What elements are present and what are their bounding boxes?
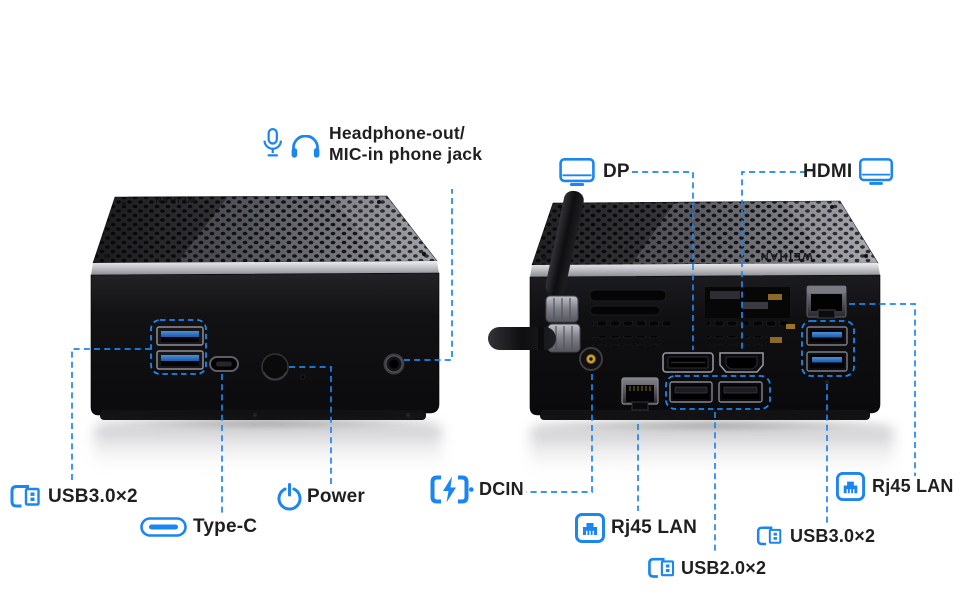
mic-hole	[300, 374, 306, 380]
back-device-shadow	[534, 418, 890, 432]
label-typec: Type-C	[140, 516, 257, 538]
mini-pc-front-view: WEIHAN	[90, 195, 440, 420]
front-top-panel: WEIHAN	[92, 195, 438, 264]
back-top-panel: WEIHAN	[531, 200, 879, 266]
label-rj45-bottom: Rj45 LAN	[574, 512, 697, 544]
rj45-port-bottom	[621, 377, 659, 411]
label-dp: DP	[558, 157, 630, 187]
power-icon	[277, 483, 302, 511]
label-headphone: Headphone-out/ MIC-in phone jack	[260, 123, 482, 164]
usb-plug-icon	[756, 526, 782, 546]
front-usb3-highlight-box	[150, 319, 207, 375]
back-bottom-stand	[540, 410, 870, 420]
rj45-port-top	[806, 285, 847, 319]
typec-port	[209, 356, 239, 372]
usb3-front-label-text: USB3.0×2	[48, 486, 138, 507]
back-bevel	[530, 263, 880, 277]
front-device-shadow	[96, 416, 440, 430]
microphone-icon	[263, 128, 283, 157]
usb2-highlight-box	[665, 375, 771, 410]
headphone-label-line2: MIC-in phone jack	[329, 143, 483, 164]
dc-in-icon	[430, 475, 474, 504]
screw-hole	[824, 379, 830, 385]
hdmi-label-text: HDMI	[803, 160, 853, 182]
label-hdmi: HDMI	[803, 157, 894, 186]
back-usb3-ports	[806, 326, 848, 372]
monitor-icon	[859, 158, 894, 185]
type-c-icon	[140, 517, 187, 537]
rj45-icon	[575, 513, 605, 543]
label-usb3-front: USB3.0×2	[7, 482, 138, 512]
front-bottom-stand	[100, 410, 426, 420]
power-button	[261, 353, 289, 381]
front-device-reflection	[94, 424, 442, 476]
brand-text: WEIHAN	[759, 250, 813, 262]
usb3-back-label-text: USB3.0×2	[790, 526, 876, 546]
headphone-label-line1: Headphone-out/	[329, 123, 465, 143]
wifi-antenna	[545, 190, 584, 296]
dcin-label-text: DCIN	[479, 479, 524, 499]
label-rj45-top: Rj45 LAN	[835, 471, 954, 502]
side-antenna	[488, 327, 556, 350]
rj45-icon	[835, 471, 866, 502]
usb-plug-icon	[648, 557, 675, 578]
headphones-icon	[291, 134, 320, 158]
hdmi-port	[719, 352, 764, 373]
dp-port	[662, 352, 714, 373]
antenna-connectors	[545, 295, 581, 353]
rj45-top-label-text: Rj45 LAN	[872, 476, 954, 496]
usb2-label-text: USB2.0×2	[681, 558, 767, 578]
front-usb3-ports	[156, 326, 204, 370]
headphone-label-text: Headphone-out/ MIC-in phone jack	[329, 123, 482, 164]
headphone-jack	[383, 353, 405, 375]
brand-text: WEIHAN	[154, 195, 196, 205]
monitor-icon	[559, 158, 595, 186]
label-dcin: DCIN	[429, 474, 524, 505]
dc-jack	[579, 347, 603, 371]
label-usb2: USB2.0×2	[645, 555, 766, 582]
power-label-text: Power	[307, 486, 366, 507]
dp-label-text: DP	[603, 161, 630, 182]
label-power: Power	[276, 482, 365, 512]
usb-plug-icon	[10, 485, 40, 508]
typec-label-text: Type-C	[193, 516, 258, 537]
rj45-bottom-label-text: Rj45 LAN	[611, 517, 698, 538]
front-face	[90, 272, 440, 416]
front-bevel	[91, 261, 439, 275]
label-usb3-back: USB3.0×2	[754, 524, 875, 549]
usb2-ports	[669, 381, 763, 403]
